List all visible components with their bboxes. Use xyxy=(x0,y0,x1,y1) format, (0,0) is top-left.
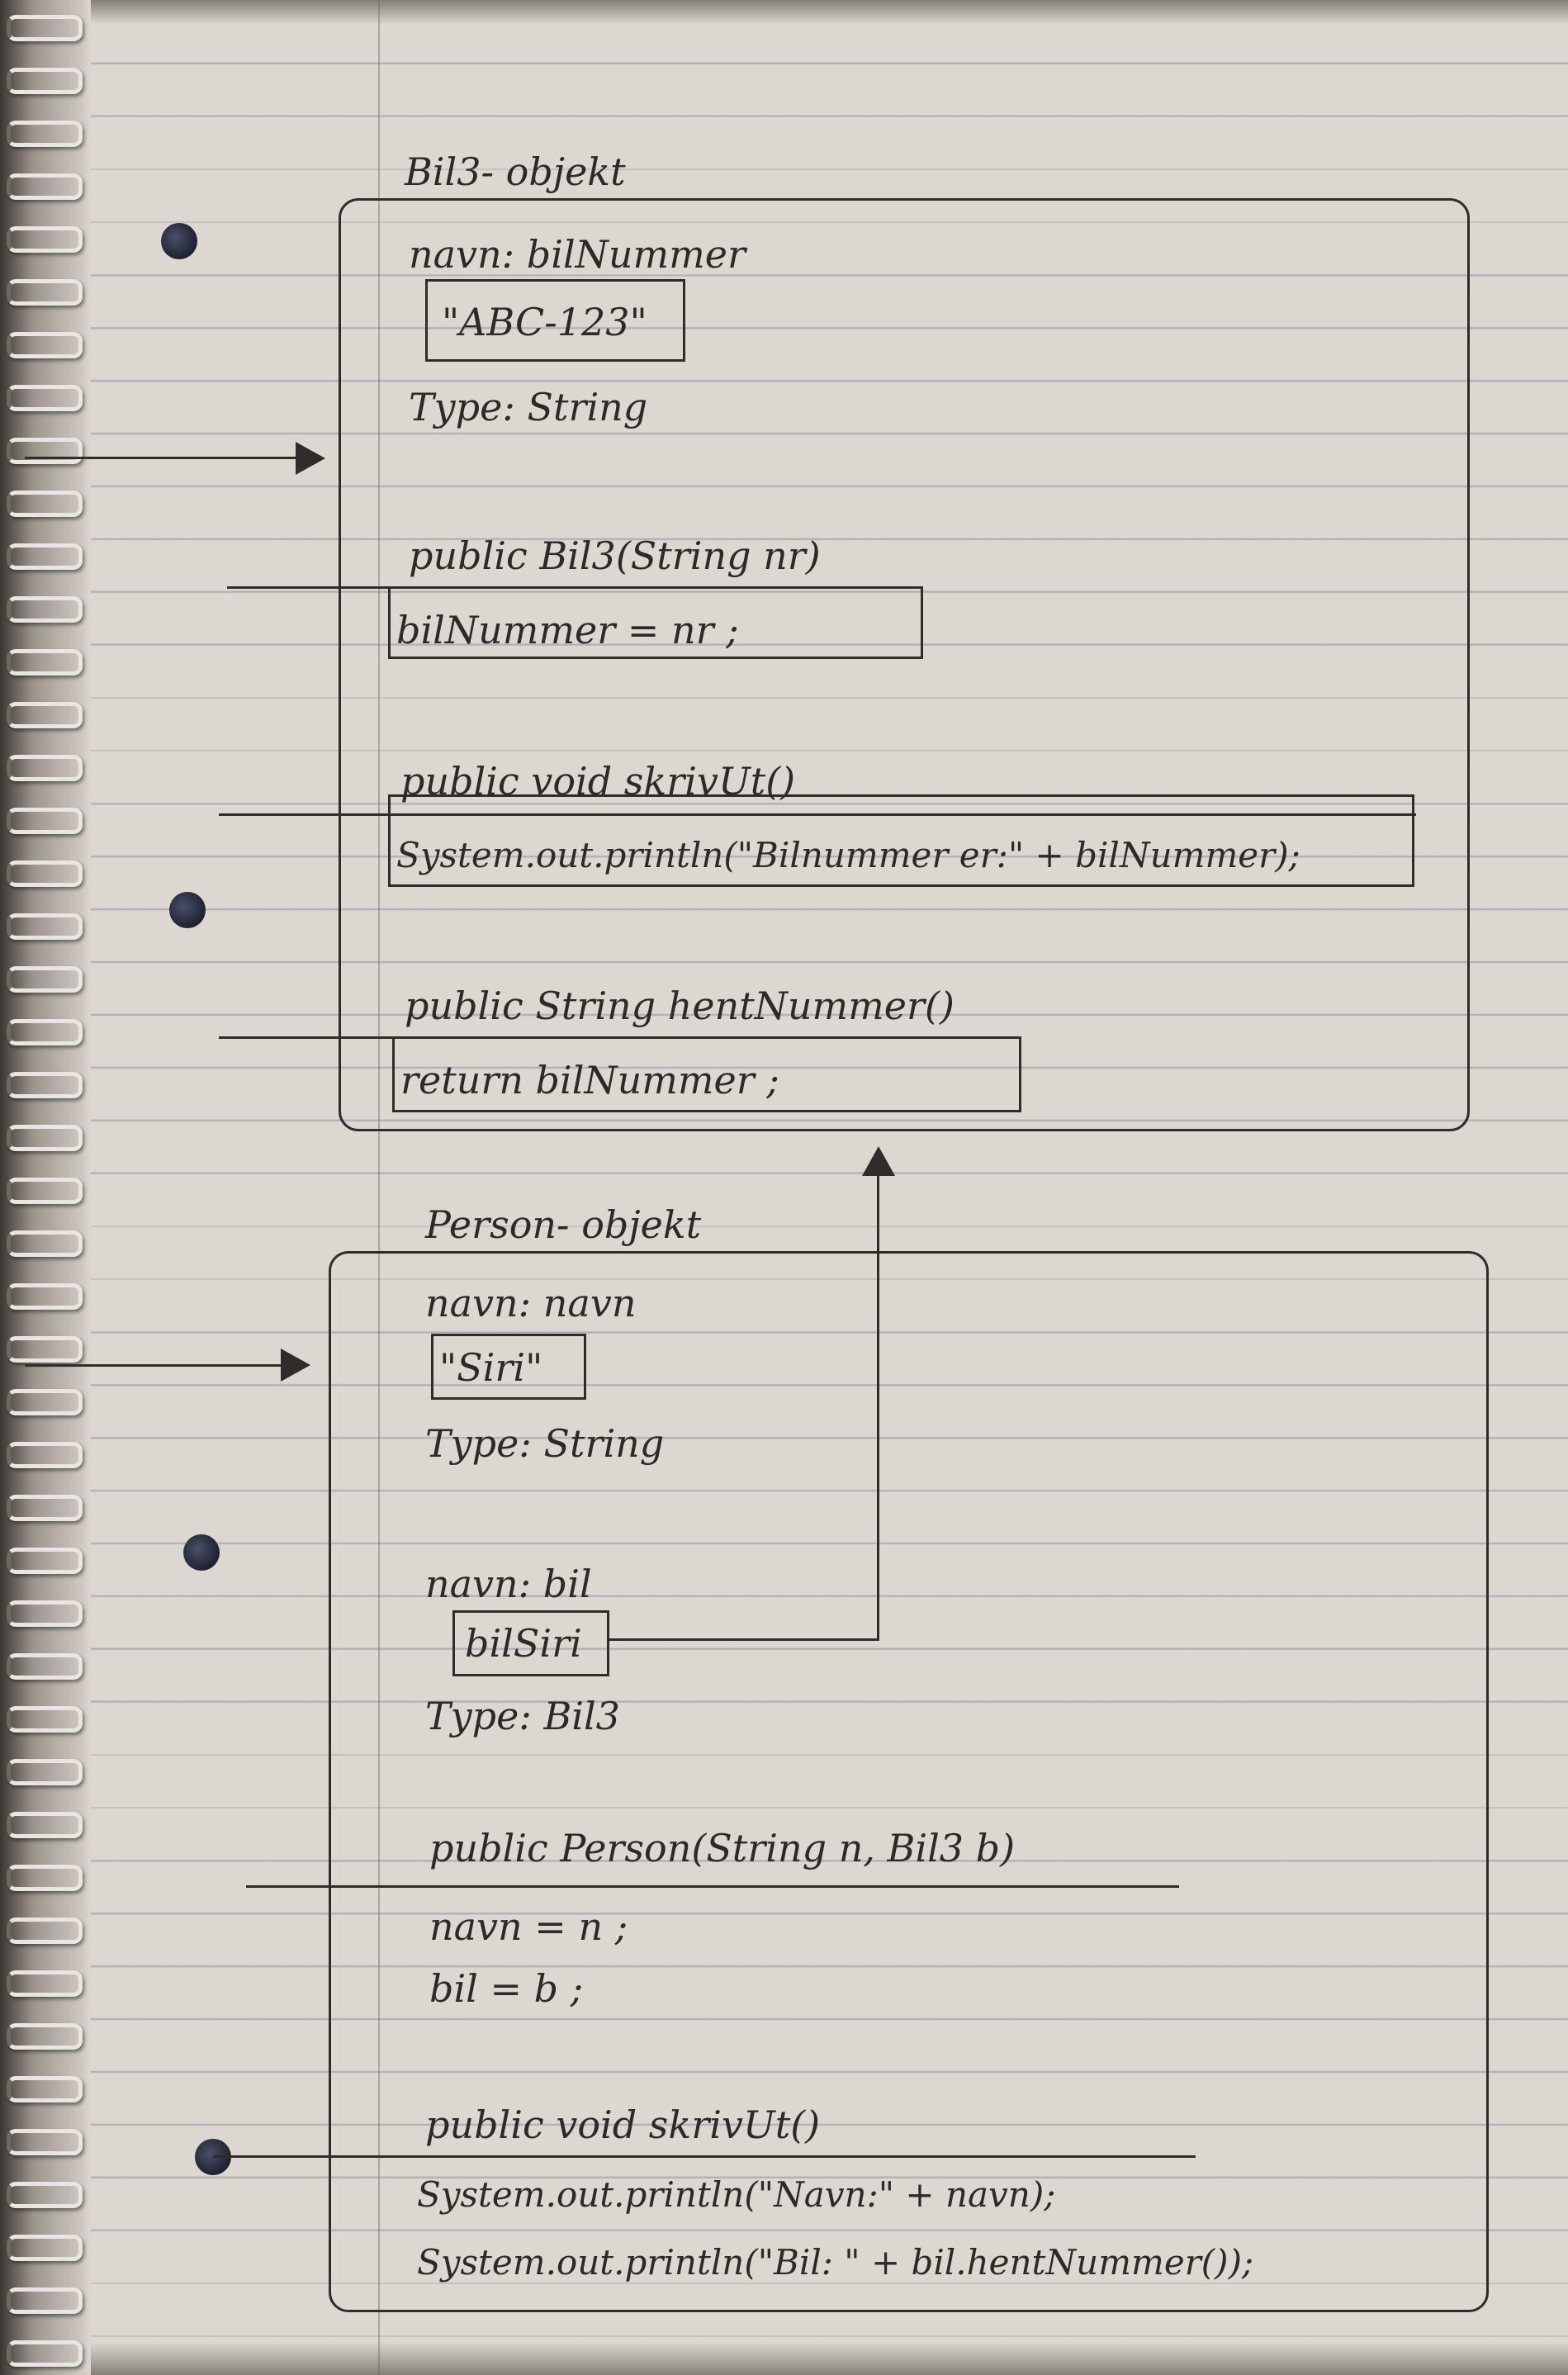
person-constructor-signature: public Person(String n, Bil3 b) xyxy=(429,1826,1016,1870)
bil3-heading: Bil3- objekt xyxy=(405,149,626,194)
spiral-coil xyxy=(7,1600,83,1627)
bil3-skrivut-body: System.out.println("Bilnummer er:" + bil… xyxy=(396,835,1300,875)
method-underline xyxy=(219,813,1416,816)
person-skrivut-line2: System.out.println("Bil: " + bil.hentNum… xyxy=(417,2242,1254,2283)
person-constructor-line2: bil = b ; xyxy=(429,1966,584,2011)
spiral-coil xyxy=(7,15,83,41)
bil3-constructor-body-box xyxy=(388,586,923,659)
person-field1-name: navn: navn xyxy=(425,1281,637,1325)
spiral-coil xyxy=(7,1812,83,1838)
reference-arrow-line xyxy=(877,1173,879,1640)
spiral-coil xyxy=(7,2076,83,2102)
spiral-coil xyxy=(7,1230,83,1257)
spiral-coil xyxy=(7,173,83,200)
person-field1-value-box xyxy=(431,1334,586,1400)
spiral-coil xyxy=(7,385,83,411)
spiral-coil xyxy=(7,2287,83,2314)
reference-arrow-line xyxy=(609,1638,879,1641)
person-field2-value-box xyxy=(452,1610,609,1676)
person-object-frame xyxy=(329,1251,1489,2312)
bil3-constructor-body: bilNummer = nr ; xyxy=(396,608,739,652)
spiral-coil xyxy=(7,121,83,147)
spiral-coil xyxy=(7,226,83,253)
spiral-coil xyxy=(7,1970,83,1997)
person-field1-value: "Siri" xyxy=(439,1345,543,1390)
spiral-coil xyxy=(7,808,83,834)
person-skrivut-line1: System.out.println("Navn:" + navn); xyxy=(417,2174,1056,2215)
spiral-coil xyxy=(7,543,83,570)
punch-hole xyxy=(169,892,206,928)
spiral-coil xyxy=(7,966,83,993)
punch-hole xyxy=(183,1534,220,1571)
spiral-coil xyxy=(7,702,83,728)
spiral-binding xyxy=(0,0,91,2375)
bil3-hent-signature: public String hentNummer() xyxy=(405,984,955,1028)
spiral-coil xyxy=(7,1389,83,1415)
method-underline xyxy=(246,1885,1179,1888)
person-heading: Person- objekt xyxy=(425,1202,702,1247)
bil3-hent-body-box xyxy=(392,1036,1021,1112)
reference-arrow-head xyxy=(281,1349,310,1382)
spiral-coil xyxy=(7,860,83,887)
spiral-coil xyxy=(7,596,83,623)
bottom-edge-shadow xyxy=(91,2342,1568,2375)
spiral-coil xyxy=(7,2023,83,2050)
spiral-coil xyxy=(7,1706,83,1733)
bil3-field-value-box xyxy=(425,279,685,362)
spiral-coil xyxy=(7,1442,83,1468)
person-field2-name: navn: bil xyxy=(425,1562,592,1606)
spiral-coil xyxy=(7,279,83,306)
punch-hole xyxy=(161,223,197,259)
spiral-coil xyxy=(7,491,83,517)
spiral-coil xyxy=(7,2182,83,2208)
spiral-coil xyxy=(7,1283,83,1310)
spiral-coil xyxy=(7,1178,83,1204)
spiral-coil xyxy=(7,1653,83,1680)
bil3-constructor-signature: public Bil3(String nr) xyxy=(409,533,821,578)
spiral-coil xyxy=(7,1918,83,1944)
bil3-skrivut-body-box xyxy=(388,794,1414,887)
bil3-field-type: Type: String xyxy=(409,385,648,429)
spiral-coil xyxy=(7,332,83,358)
reference-arrow-head xyxy=(296,442,325,475)
top-edge-shadow xyxy=(91,0,1568,25)
spiral-coil xyxy=(7,68,83,94)
spiral-coil xyxy=(7,1072,83,1098)
spiral-coil xyxy=(7,755,83,781)
person-field2-type: Type: Bil3 xyxy=(425,1694,620,1738)
spiral-coil xyxy=(7,2235,83,2261)
spiral-coil xyxy=(7,1865,83,1891)
spiral-coil xyxy=(7,1548,83,1574)
reference-arrow-line xyxy=(25,457,306,459)
spiral-coil xyxy=(7,1125,83,1151)
person-field2-value: bilSiri xyxy=(465,1621,582,1666)
reference-arrow-head xyxy=(862,1146,895,1176)
person-field1-type: Type: String xyxy=(425,1421,665,1466)
spiral-coil xyxy=(7,438,83,464)
method-underline xyxy=(213,2155,1196,2158)
spiral-coil xyxy=(7,1336,83,1363)
spiral-coil xyxy=(7,1019,83,1045)
spiral-coil xyxy=(7,2340,83,2367)
bil3-object-frame xyxy=(339,198,1470,1131)
spiral-coil xyxy=(7,913,83,940)
person-constructor-line1: navn = n ; xyxy=(429,1904,628,1949)
bil3-field-value: "ABC-123" xyxy=(442,300,647,344)
bil3-hent-body: return bilNummer ; xyxy=(400,1058,779,1102)
spiral-coil xyxy=(7,649,83,676)
spiral-coil xyxy=(7,1495,83,1521)
reference-arrow-line xyxy=(25,1364,297,1367)
spiral-coil xyxy=(7,1759,83,1785)
person-skrivut-signature: public void skrivUt() xyxy=(425,2102,821,2147)
margin-line xyxy=(378,0,380,2375)
spiral-coil xyxy=(7,2129,83,2155)
bil3-field-name: navn: bilNummer xyxy=(409,232,746,277)
